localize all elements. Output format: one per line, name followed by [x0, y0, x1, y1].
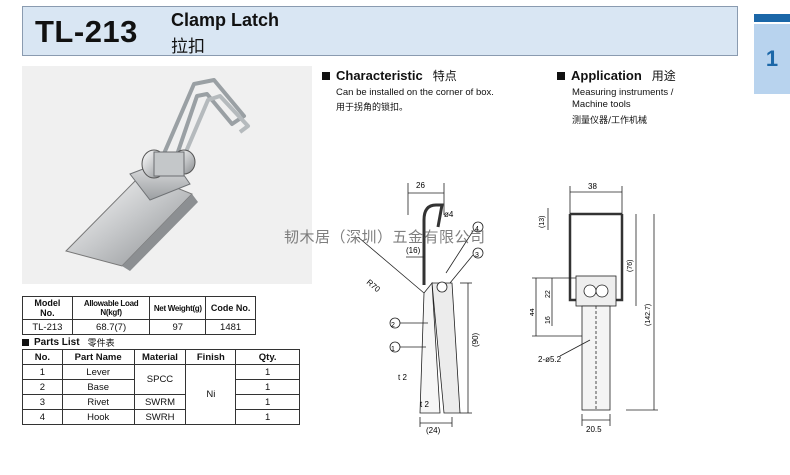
dim-38: 38 [588, 182, 597, 191]
part-name: Base [61, 379, 135, 395]
part-qty: 1 [235, 364, 300, 380]
side-view-drawing: 26 ø4 (16) R70 (90) t 2 t 2 (24) 1 2 3 4 [357, 181, 484, 435]
header-banner: TL-213 Clamp Latch 拉扣 [22, 6, 738, 57]
spec-header-weight: Net Weight(g) [149, 296, 207, 320]
dim-13: (13) [539, 216, 546, 228]
dim-r70: R70 [365, 278, 382, 295]
company-watermark: 韧木居（深圳）五金有限公司 [284, 228, 486, 246]
spec-model: TL-213 [22, 319, 73, 335]
spec-code: 1481 [205, 319, 256, 335]
spec-weight: 97 [149, 319, 207, 335]
product-title-cn: 拉扣 [171, 37, 205, 57]
spec-data-row: TL-213 68.7(7) 97 1481 [22, 319, 256, 335]
part-material: SWRM [133, 394, 187, 410]
dim-44: 44 [530, 308, 536, 316]
table-row: 1 Lever SPCC Ni 1 [22, 364, 300, 425]
spec-header-load: Allowable Load N(kgf) [71, 296, 151, 320]
spec-header-model: Model No. [22, 296, 73, 320]
part-name: Rivet [61, 394, 135, 410]
dim-20-5: 20.5 [586, 425, 602, 434]
callout-4: 4 [475, 226, 479, 233]
spec-header-row: Model No. Allowable Load N(kgf) Net Weig… [22, 296, 256, 320]
callout-2: 2 [391, 322, 395, 329]
dim-t2-a: t 2 [398, 373, 407, 382]
dim-16-front: 16 [545, 316, 552, 324]
spec-table: Model No. Allowable Load N(kgf) Net Weig… [22, 296, 256, 335]
model-code: TL-213 [35, 14, 138, 49]
part-qty: 1 [235, 394, 300, 410]
dim-24: (24) [426, 426, 441, 435]
application-title-cn: 用途 [651, 69, 676, 83]
part-name: Hook [61, 409, 135, 425]
characteristic-text-cn: 用于拐角的锁扣。 [336, 103, 409, 113]
part-name: Lever [61, 364, 135, 380]
product-title-en: Clamp Latch [171, 10, 280, 30]
parts-header-material: Material [133, 349, 187, 365]
part-material-merged: SPCC [133, 364, 187, 395]
dim-26: 26 [416, 181, 425, 190]
chapter-tab[interactable]: 1 [754, 24, 790, 94]
callout-3: 3 [475, 252, 479, 259]
spec-load: 68.7(7) [71, 319, 151, 335]
bullet-square-icon [22, 339, 29, 346]
part-qty: 1 [235, 409, 300, 425]
dim-phi4: ø4 [444, 210, 454, 219]
characteristic-text-en: Can be installed on the corner of box. [336, 87, 494, 98]
parts-heading: Parts List 零件表 [22, 336, 115, 349]
bullet-square-icon [557, 71, 565, 80]
front-view-drawing: 38 (13) (76) (142.7) 44 22 16 2-ø5.2 20.… [530, 182, 658, 434]
parts-header-no: No. [22, 349, 63, 365]
parts-title-cn: 零件表 [87, 339, 115, 349]
part-material: SWRH [133, 409, 187, 425]
application-heading: Application 用途 [557, 67, 676, 84]
bullet-square-icon [322, 71, 330, 80]
product-photo [22, 66, 312, 284]
spec-header-code: Code No. [205, 296, 256, 320]
dim-22: 22 [545, 290, 552, 298]
table-row: 3 Rivet SWRM 1 [22, 394, 300, 410]
dim-142-7: (142.7) [645, 304, 652, 326]
characteristic-title: Characteristic [336, 68, 423, 83]
part-no: 2 [22, 379, 63, 395]
parts-title: Parts List [34, 337, 80, 348]
part-no: 3 [22, 394, 63, 410]
dim-76: (76) [627, 260, 634, 272]
part-qty: 1 [235, 379, 300, 395]
parts-header-finish: Finish [185, 349, 237, 365]
callout-1: 1 [391, 346, 395, 353]
application-text-en-1: Measuring instruments / [572, 87, 674, 98]
parts-header-row: No. Part Name Material Finish Qty. [22, 349, 300, 365]
part-finish-merged: Ni [185, 364, 237, 425]
part-no: 4 [22, 409, 63, 425]
application-text-cn: 测量仪器/工作机械 [572, 116, 648, 126]
application-text-en-2: Machine tools [572, 99, 631, 110]
dim-16: (16) [406, 246, 421, 255]
parts-table: No. Part Name Material Finish Qty. 1 Lev… [22, 349, 300, 425]
dim-90: (90) [471, 332, 480, 347]
parts-header-name: Part Name [61, 349, 135, 365]
dim-t2-b: t 2 [420, 400, 429, 409]
tab-strip [754, 14, 790, 22]
application-title: Application [571, 68, 642, 83]
characteristic-heading: Characteristic 特点 [322, 67, 457, 84]
part-no: 1 [22, 364, 63, 380]
characteristic-title-cn: 特点 [432, 69, 457, 83]
parts-header-qty: Qty. [235, 349, 300, 365]
dim-holes: 2-ø5.2 [538, 355, 562, 364]
clamp-latch-image [65, 78, 250, 271]
table-row: 4 Hook SWRH 1 [22, 409, 300, 425]
